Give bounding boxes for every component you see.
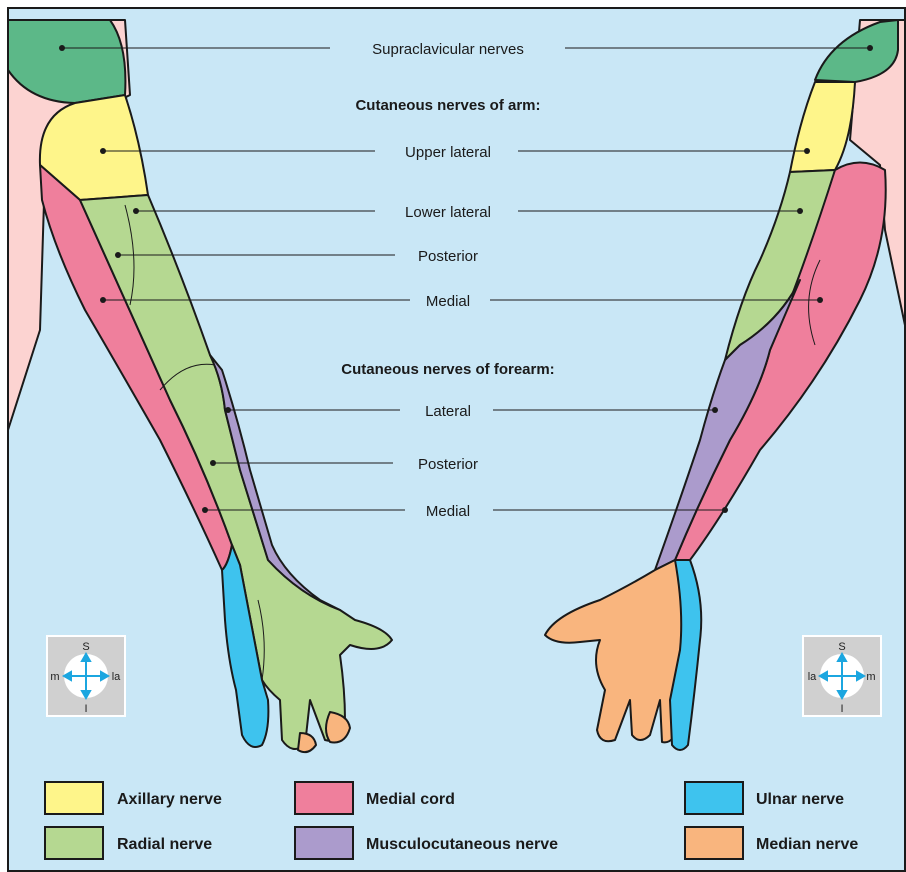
compass-left-s: S bbox=[82, 641, 89, 653]
legend-label-ulnar: Ulnar nerve bbox=[756, 791, 844, 808]
compass-left: S I m la bbox=[47, 636, 125, 716]
compass-right-east: m bbox=[866, 671, 875, 683]
compass-right-s: S bbox=[838, 641, 845, 653]
legend-label-axillary: Axillary nerve bbox=[117, 791, 222, 808]
legend-label-musculocutaneous: Musculocutaneous nerve bbox=[366, 836, 558, 853]
legend-swatch-musculocutaneous bbox=[295, 827, 353, 859]
compass-left-west: m bbox=[50, 671, 59, 683]
label-supraclavicular: Supraclavicular nerves bbox=[372, 41, 524, 58]
label-arm-posterior: Posterior bbox=[418, 248, 478, 265]
legend-swatch-axillary bbox=[45, 782, 103, 814]
legend-label-medial-cord: Medial cord bbox=[366, 791, 455, 808]
label-forearm-medial: Medial bbox=[426, 503, 470, 520]
legend-label-median: Median nerve bbox=[756, 836, 858, 853]
legend-swatch-ulnar bbox=[685, 782, 743, 814]
compass-right-west: la bbox=[808, 671, 817, 683]
label-lower-lateral: Lower lateral bbox=[405, 204, 491, 221]
label-upper-lateral: Upper lateral bbox=[405, 144, 491, 161]
label-forearm-header: Cutaneous nerves of forearm: bbox=[341, 361, 554, 378]
compass-right: S I la m bbox=[803, 636, 881, 716]
compass-right-i: I bbox=[840, 703, 843, 715]
label-forearm-lateral: Lateral bbox=[425, 403, 471, 420]
diagram-background bbox=[8, 8, 906, 872]
legend-swatch-medial-cord bbox=[295, 782, 353, 814]
legend-label-radial: Radial nerve bbox=[117, 836, 212, 853]
label-arm-header: Cutaneous nerves of arm: bbox=[355, 97, 540, 114]
compass-left-east: la bbox=[112, 671, 121, 683]
legend-swatch-radial bbox=[45, 827, 103, 859]
label-forearm-posterior: Posterior bbox=[418, 456, 478, 473]
legend-swatch-median bbox=[685, 827, 743, 859]
label-arm-medial: Medial bbox=[426, 293, 470, 310]
compass-left-i: I bbox=[84, 703, 87, 715]
